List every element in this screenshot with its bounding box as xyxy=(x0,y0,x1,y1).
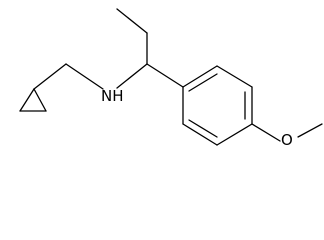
n-to-ch-bond xyxy=(116,63,148,89)
molecule-structure: NH O xyxy=(19,8,323,149)
ring-to-ch2-bond xyxy=(33,63,67,90)
structure-canvas: NH O xyxy=(19,8,323,149)
ring-bond-c4-c5 xyxy=(216,123,253,146)
ring-double-bond-c1-c2 xyxy=(188,73,218,92)
ring-to-o-bond xyxy=(251,123,281,142)
oxygen-label: O xyxy=(281,131,293,149)
benzene-ring xyxy=(182,65,253,146)
ch2-to-n-bond xyxy=(65,63,104,90)
ring-bond-top-left xyxy=(19,88,35,112)
o-to-methyl-bond xyxy=(297,123,323,138)
ch-to-ring-bond xyxy=(146,63,184,88)
ethyl-ch2-to-ch3-bond xyxy=(116,8,148,34)
ring-bond-right xyxy=(33,88,47,112)
nitrogen-label: NH xyxy=(101,87,124,105)
ring-double-bond-c5-c6 xyxy=(188,119,218,138)
ring-bond-c2-c3 xyxy=(216,65,253,88)
ring-bond-c5-c6 xyxy=(182,123,218,146)
ring-bond-c1-c2 xyxy=(182,65,218,88)
cyclopropyl-ring xyxy=(19,88,47,112)
